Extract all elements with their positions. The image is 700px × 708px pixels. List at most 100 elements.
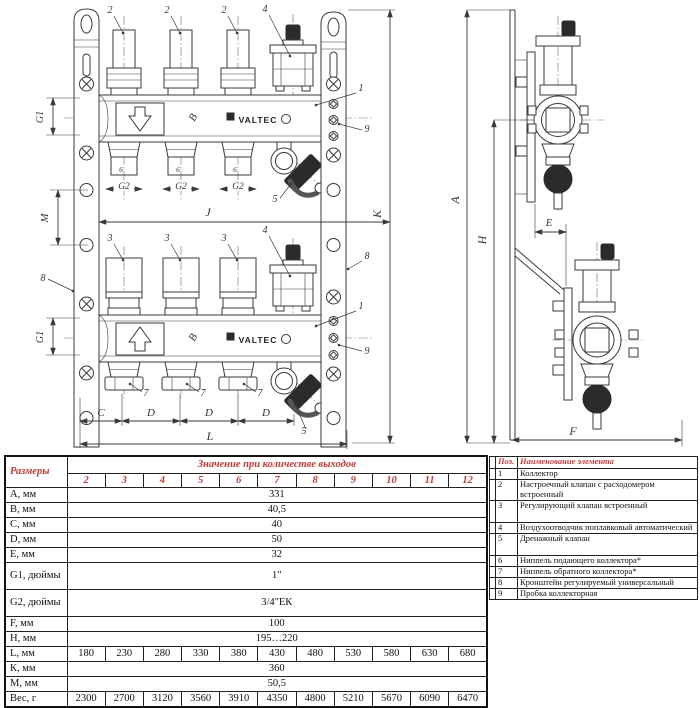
size-value: 630 [410,646,450,662]
air-vent-top [269,24,317,92]
right-bracket [320,11,347,448]
brand-logo: VALTEC [239,115,278,125]
size-value: 50,5 [66,676,488,692]
outlet-count-header: 2 [66,473,106,488]
callout-1: 1 [359,301,364,312]
size-value: 40 [66,517,488,533]
callout-9: 9 [365,124,370,135]
outlet-count-header: 12 [448,473,488,488]
part-pos: 3 [495,499,518,523]
callout-6: 6 [233,165,237,174]
part-pos: 8 [495,576,518,589]
brand-logo-icon [226,112,235,121]
dim-label-d: D [204,407,213,419]
part-name: Настроечный клапан с расходомером встрое… [517,479,698,501]
side-supply-assembly [520,16,604,212]
part-name: Ниппель обратного коллектора* [517,565,698,578]
supply-manifold-bar: VALTEC [98,94,333,143]
callout-2: 2 [108,5,113,16]
part-pos: 9 [495,587,518,600]
size-value: 4800 [295,691,335,708]
callout-1: 1 [359,83,364,94]
size-value: 1" [66,562,488,590]
dim-g2-group: G2 G2 G2 [105,180,257,192]
dim-label-e: E [545,217,553,229]
part-name: Воздухоотводчик поплавковый автоматическ… [517,521,698,534]
dim-label-k: K [370,209,384,219]
callout-3: 3 [221,233,227,244]
part-name: Ниппель подающего коллектора* [517,554,698,567]
size-value: 100 [66,616,488,632]
size-value: 180 [66,646,106,662]
part-pos: 2 [495,479,518,501]
size-value: 3120 [142,691,183,708]
outlet-count-header: 7 [257,473,297,488]
dim-label-g1: G1 [35,111,46,123]
side-return-assembly [552,242,644,430]
size-table-span-header: Значение при количестве выходов [66,455,488,474]
callout-6: 6 [119,165,123,174]
drain-valve-bottom [271,368,325,415]
part-name: Пробка коллекторная [517,587,698,600]
size-row-label: C, мм [4,517,68,533]
callout-7: 7 [201,388,207,399]
left-bracket [73,8,100,448]
air-vent-bottom [269,244,317,312]
dimensions: G1 G1 M B B J K G2 G2 G2 [35,9,683,449]
callout-9: 9 [365,346,370,357]
callout-3: 3 [164,233,170,244]
size-row-label: A, мм [4,487,68,503]
size-value: 230 [104,646,144,662]
dim-label-f: F [568,424,577,438]
callout-6: 6 [176,165,180,174]
size-value: 330 [181,646,221,662]
size-value: 3910 [219,691,259,708]
brand-logo: VALTEC [239,335,278,345]
part-name: Дренажный клапан [517,532,698,556]
size-row-label: B, мм [4,502,68,518]
dim-label-j: J [205,205,211,219]
size-value: 3/4"ЕК [66,589,488,617]
callout-7: 7 [258,388,264,399]
callouts: 2 2 2 4 1 9 6 6 6 5 3 3 3 4 8 8 1 9 7 7 [41,4,370,437]
dim-label-b: B [186,332,200,344]
size-value: 580 [371,646,412,662]
size-value: 380 [219,646,259,662]
size-row-label: К, мм [4,661,68,677]
size-value: 32 [66,547,488,563]
size-value: 40,5 [66,502,488,518]
size-value: 480 [295,646,335,662]
drain-valve-top [271,148,325,195]
outlet-count-header: 6 [219,473,259,488]
bracket-plate-lower [563,287,573,401]
part-pos: 1 [495,468,518,480]
size-row-label: G1, дюймы [4,562,68,590]
outlet-count-header: 3 [104,473,144,488]
outlet-count-header: 5 [181,473,221,488]
size-value: 6090 [410,691,450,708]
part-name: Коллектор [517,468,698,480]
dim-label-g1: G1 [35,331,46,343]
flow-direction-box [115,322,165,356]
dim-label-h: H [475,234,489,245]
size-table-title: Размеры [4,455,68,488]
dim-label-d: D [261,407,270,419]
part-pos: 7 [495,565,518,578]
dim-label-m: M [39,213,51,224]
callout-3: 3 [107,233,113,244]
arrow-up-icon [128,326,152,352]
dim-label-c: C [97,407,105,419]
dim-label-b: B [186,112,200,124]
callout-8: 8 [365,251,370,262]
return-outlets [104,361,258,391]
dim-label-d: D [146,407,155,419]
part-pos: 5 [495,532,518,556]
size-value: 331 [66,487,488,503]
size-table: Размеры Значение при количестве выходов … [4,455,488,708]
part-pos: 4 [495,521,518,534]
size-value: 680 [448,646,488,662]
callout-4: 4 [263,225,268,236]
size-value: 430 [257,646,297,662]
size-value: 195…220 [66,631,488,647]
